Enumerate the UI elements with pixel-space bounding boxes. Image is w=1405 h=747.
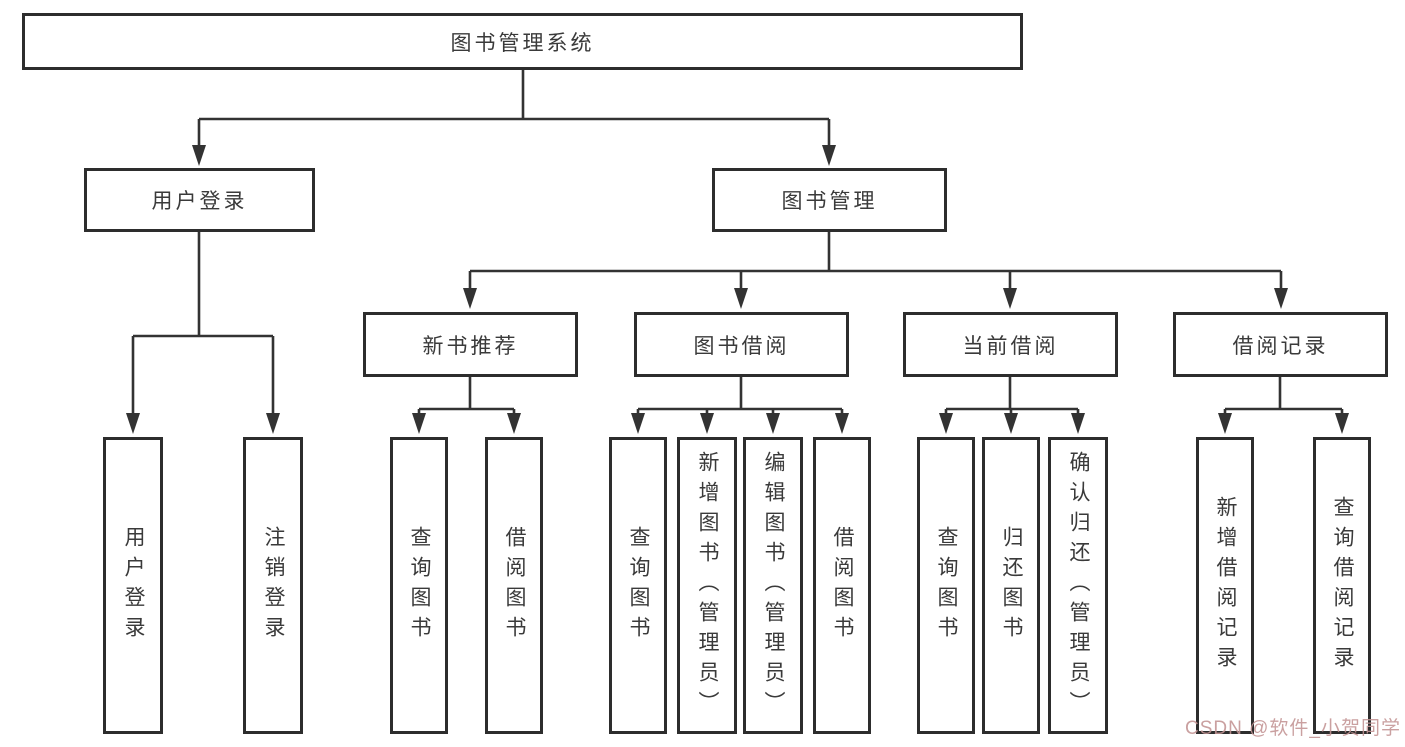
leaf-label: 查询图书 — [627, 525, 650, 646]
connector-book-mgmt-to-level3 — [463, 232, 1288, 309]
node-root: 图书管理系统 — [22, 13, 1023, 70]
arrowhead — [192, 145, 206, 166]
leaf-return-books: 归还图书 — [982, 437, 1040, 734]
node-current-borrow-label: 当前借阅 — [962, 334, 1059, 358]
leaf-label: 用户登录 — [122, 525, 145, 646]
arrowhead — [126, 413, 140, 434]
node-book-mgmt-label: 图书管理 — [781, 190, 878, 213]
node-borrow-record-label: 借阅记录 — [1232, 334, 1329, 358]
leaf-label: 借阅图书 — [503, 525, 526, 646]
leaf-label: 编辑图书（管理员） — [762, 450, 785, 721]
leaf-query-books-3: 查询图书 — [917, 437, 975, 734]
node-new-book: 新书推荐 — [363, 312, 578, 377]
node-new-book-label: 新书推荐 — [422, 334, 519, 358]
leaf-label: 注销登录 — [262, 525, 285, 646]
leaf-label: 确认归还（管理员） — [1067, 450, 1090, 721]
leaf-label: 查询借阅记录 — [1331, 495, 1354, 676]
leaf-confirm-return-admin: 确认归还（管理员） — [1048, 437, 1108, 734]
arrowhead — [700, 413, 714, 434]
leaf-label: 归还图书 — [1000, 525, 1023, 646]
arrowhead — [266, 413, 280, 434]
leaf-label: 新增借阅记录 — [1214, 495, 1237, 676]
arrowhead — [507, 413, 521, 434]
arrowhead — [835, 413, 849, 434]
leaf-query-books-2: 查询图书 — [609, 437, 667, 734]
leaf-add-borrow-record: 新增借阅记录 — [1196, 437, 1254, 734]
leaf-query-borrow-record: 查询借阅记录 — [1313, 437, 1371, 734]
arrowhead — [822, 145, 836, 166]
arrowhead — [1003, 288, 1017, 309]
connector-borrow-record-to-leaves — [1218, 377, 1349, 434]
leaf-label: 新增图书（管理员） — [696, 450, 719, 721]
arrowhead — [1335, 413, 1349, 434]
node-root-label: 图书管理系统 — [450, 31, 595, 55]
leaf-borrow-books-1: 借阅图书 — [485, 437, 543, 734]
node-user-login-label: 用户登录 — [151, 190, 248, 213]
leaf-logout: 注销登录 — [243, 437, 303, 734]
arrowhead — [463, 288, 477, 309]
connector-root-to-level2 — [192, 70, 836, 166]
node-user-login: 用户登录 — [84, 168, 315, 232]
arrowhead — [939, 413, 953, 434]
connector-user-login-to-leaves — [126, 232, 280, 434]
arrowhead — [631, 413, 645, 434]
leaf-edit-books-admin: 编辑图书（管理员） — [743, 437, 803, 734]
node-book-borrow: 图书借阅 — [634, 312, 849, 377]
connector-new-book-to-leaves — [412, 377, 521, 434]
leaf-add-books-admin: 新增图书（管理员） — [677, 437, 737, 734]
node-book-borrow-label: 图书借阅 — [693, 334, 790, 358]
connector-current-borrow-to-leaves — [939, 377, 1085, 434]
node-borrow-record: 借阅记录 — [1173, 312, 1388, 377]
leaf-label: 查询图书 — [935, 525, 958, 646]
leaf-label: 借阅图书 — [831, 525, 854, 646]
arrowhead — [1274, 288, 1288, 309]
node-book-mgmt: 图书管理 — [712, 168, 947, 232]
leaf-user-login: 用户登录 — [103, 437, 163, 734]
node-current-borrow: 当前借阅 — [903, 312, 1118, 377]
leaf-query-books-1: 查询图书 — [390, 437, 448, 734]
arrowhead — [1218, 413, 1232, 434]
arrowhead — [734, 288, 748, 309]
arrowhead — [412, 413, 426, 434]
leaf-borrow-books-2: 借阅图书 — [813, 437, 871, 734]
leaf-label: 查询图书 — [408, 525, 431, 646]
csdn-watermark: CSDN @软件_小贺同学 — [1185, 718, 1401, 739]
connector-book-borrow-to-leaves — [631, 377, 849, 434]
arrowhead — [1071, 413, 1085, 434]
arrowhead — [766, 413, 780, 434]
arrowhead — [1004, 413, 1018, 434]
